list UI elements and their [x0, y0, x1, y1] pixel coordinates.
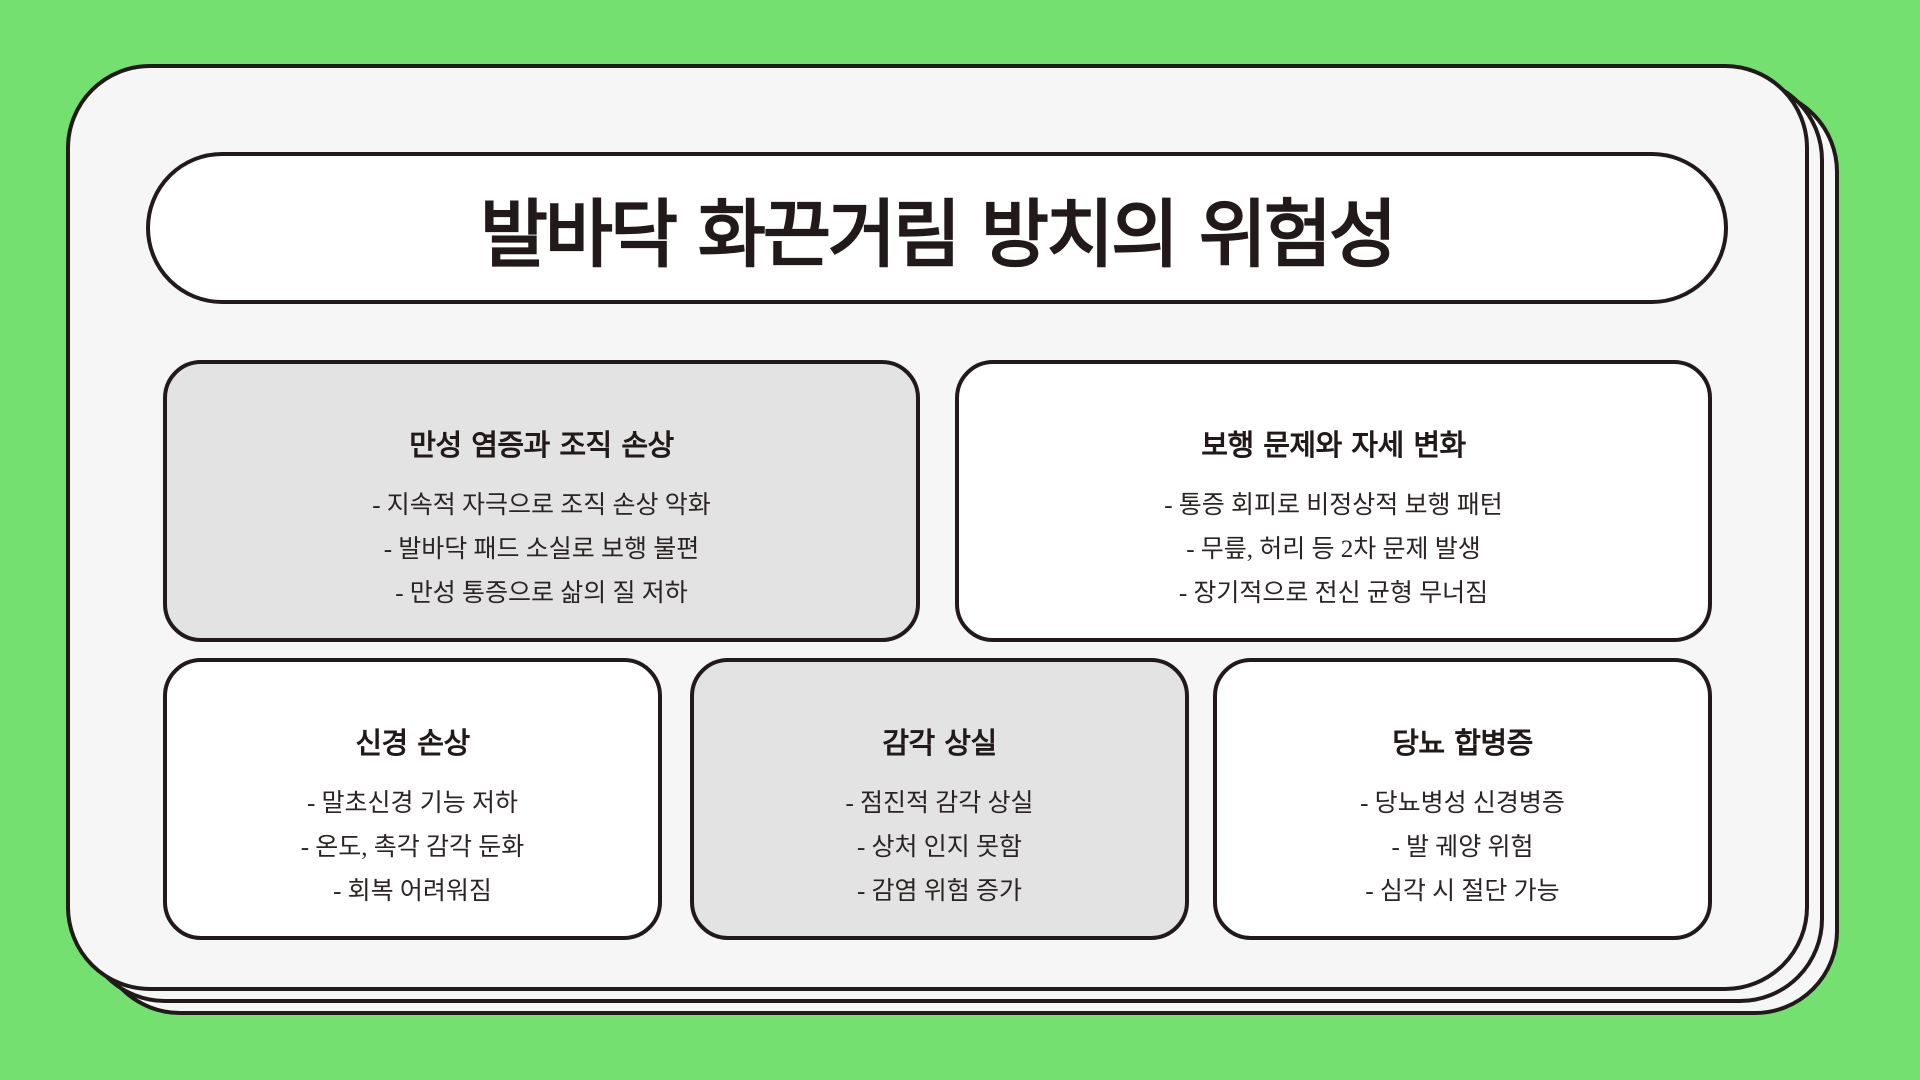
card-diabetic-complications: 당뇨 합병증 - 당뇨병성 신경병증 - 발 궤양 위험 - 심각 시 절단 가… — [1213, 658, 1712, 940]
card-gait-posture: 보행 문제와 자세 변화 - 통증 회피로 비정상적 보행 패턴 - 무릎, 허… — [955, 360, 1712, 642]
card-list: - 통증 회피로 비정상적 보행 패턴 - 무릎, 허리 등 2차 문제 발생 … — [1164, 484, 1503, 616]
card-title: 만성 염증과 조직 손상 — [409, 428, 674, 462]
card-nerve-damage: 신경 손상 - 말초신경 기능 저하 - 온도, 촉각 감각 둔화 - 회복 어… — [163, 658, 662, 940]
card-list: - 점진적 감각 상실 - 상처 인지 못함 - 감염 위험 증가 — [845, 782, 1033, 914]
list-item: - 심각 시 절단 가능 — [1365, 878, 1560, 905]
card-list: - 당뇨병성 신경병증 - 발 궤양 위험 - 심각 시 절단 가능 — [1360, 782, 1565, 914]
card-title: 신경 손상 — [355, 726, 470, 760]
list-item: - 발 궤양 위험 — [1391, 834, 1534, 861]
list-item: - 발바닥 패드 소실로 보행 불편 — [383, 536, 700, 563]
list-item: - 무릎, 허리 등 2차 문제 발생 — [1186, 536, 1481, 563]
list-item: - 감염 위험 증가 — [856, 878, 1023, 905]
title-banner: 발바닥 화끈거림 방치의 위험성 — [146, 152, 1728, 304]
card-sensory-loss: 감각 상실 - 점진적 감각 상실 - 상처 인지 못함 - 감염 위험 증가 — [690, 658, 1189, 940]
card-title: 당뇨 합병증 — [1392, 726, 1533, 760]
list-item: - 당뇨병성 신경병증 — [1360, 790, 1565, 817]
list-item: - 회복 어려워짐 — [333, 878, 492, 905]
card-list: - 말초신경 기능 저하 - 온도, 촉각 감각 둔화 - 회복 어려워짐 — [301, 782, 525, 914]
list-item: - 지속적 자극으로 조직 손상 악화 — [372, 492, 711, 519]
page-title: 발바닥 화끈거림 방치의 위험성 — [479, 191, 1397, 278]
list-item: - 점진적 감각 상실 — [845, 790, 1034, 817]
list-item: - 통증 회피로 비정상적 보행 패턴 — [1164, 492, 1503, 519]
list-item: - 온도, 촉각 감각 둔화 — [300, 834, 525, 861]
card-list: - 지속적 자극으로 조직 손상 악화 - 발바닥 패드 소실로 보행 불편 -… — [372, 484, 711, 616]
list-item: - 말초신경 기능 저하 — [306, 790, 519, 817]
list-item: - 상처 인지 못함 — [856, 834, 1023, 861]
list-item: - 만성 통증으로 삶의 질 저하 — [395, 580, 688, 607]
card-title: 보행 문제와 자세 변화 — [1201, 428, 1466, 462]
list-item: - 장기적으로 전신 균형 무너짐 — [1178, 580, 1489, 607]
card-title: 감각 상실 — [882, 726, 997, 760]
card-chronic-inflammation: 만성 염증과 조직 손상 - 지속적 자극으로 조직 손상 악화 - 발바닥 패… — [163, 360, 920, 642]
